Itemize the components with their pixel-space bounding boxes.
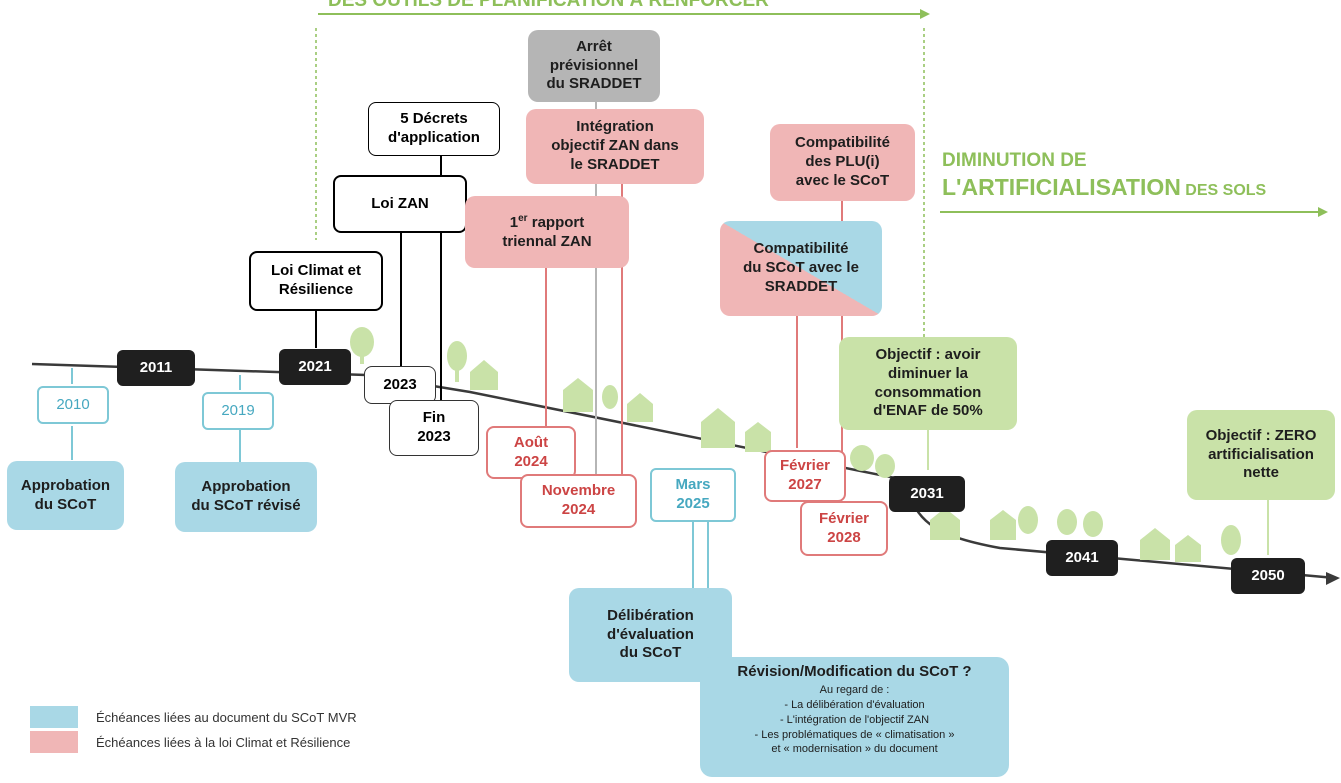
rapport-line1: 1er rapport xyxy=(510,213,584,233)
integration-zan-sraddet: Intégration objectif ZAN dans le SRADDET xyxy=(526,109,704,184)
legend-swatch-blue xyxy=(30,706,78,728)
fin-2023: Fin 2023 xyxy=(389,400,479,456)
revision-intro: Au regard de : xyxy=(819,684,890,696)
rapport-triennal: 1er rapport triennal ZAN xyxy=(465,196,629,268)
revision-title: Révision/Modification du SCoT ? xyxy=(737,663,972,680)
year-2011: 2011 xyxy=(117,350,195,386)
year-2023: 2023 xyxy=(364,366,436,404)
year-2031: 2031 xyxy=(889,476,965,512)
objectif-enaf: Objectif : avoir diminuer la consommatio… xyxy=(839,337,1017,430)
revision-item: - L'intégration de l'objectif ZAN xyxy=(779,713,930,726)
revision-item: et « modernisation » du document xyxy=(771,743,938,756)
legend-scot: Échéances liées au document du SCoT MVR xyxy=(30,706,357,728)
year-2010: 2010 xyxy=(37,386,109,424)
arret-sraddet: Arrêt prévisionnel du SRADDET xyxy=(528,30,660,102)
law-zan: Loi ZAN xyxy=(333,175,467,233)
revision-box: Révision/Modification du SCoT ? Au regar… xyxy=(700,657,1009,777)
headline-right-line2: L'ARTIFICIALISATION DES SOLS xyxy=(942,174,1266,201)
objectif-zero: Objectif : ZERO artificialisation nette xyxy=(1187,410,1335,500)
legend-climat: Échéances liées à la loi Climat et Résil… xyxy=(30,731,350,753)
headline-right-line1: DIMINUTION DE xyxy=(942,150,1087,171)
aout-2024: Août 2024 xyxy=(486,426,576,479)
revision-item: - Les problématiques de « climatisation … xyxy=(754,728,955,741)
novembre-2024: Novembre 2024 xyxy=(520,474,637,528)
law-decrets: 5 Décrets d'application xyxy=(368,102,500,156)
year-2050: 2050 xyxy=(1231,558,1305,594)
rapport-sup: er xyxy=(518,212,528,224)
legend-swatch-pink xyxy=(30,731,78,753)
rapport-line2: triennal ZAN xyxy=(502,232,592,250)
headline-top: DES OUTILS DE PLANIFICATION À RENFORCER xyxy=(328,0,928,10)
law-climat-resilience: Loi Climat et Résilience xyxy=(249,251,383,311)
fevrier-2028: Février 2028 xyxy=(800,501,888,556)
legend-climat-label: Échéances liées à la loi Climat et Résil… xyxy=(96,734,351,750)
fevrier-2027: Février 2027 xyxy=(764,450,846,502)
headline-des-sols: DES SOLS xyxy=(1180,182,1267,199)
compatibilite-scot-sraddet: Compatibilité du SCoT avec le SRADDET xyxy=(720,221,882,316)
headline-artificialisation: L'ARTIFICIALISATION xyxy=(942,174,1181,200)
year-2019: 2019 xyxy=(202,392,274,430)
rapport-num: 1 xyxy=(509,213,519,231)
mars-2025: Mars 2025 xyxy=(650,468,736,522)
approbation-scot-revise: Approbation du SCoT révisé xyxy=(175,462,317,532)
compatibilite-plu: Compatibilité des PLU(i) avec le SCoT xyxy=(770,124,915,201)
approbation-scot: Approbation du SCoT xyxy=(7,461,124,530)
legend-scot-label: Échéances liées au document du SCoT MVR xyxy=(96,709,357,725)
year-2021: 2021 xyxy=(279,349,351,385)
year-2041: 2041 xyxy=(1046,540,1118,576)
revision-item: - La délibération d'évaluation xyxy=(784,698,925,711)
rapport-rest: rapport xyxy=(527,213,585,231)
